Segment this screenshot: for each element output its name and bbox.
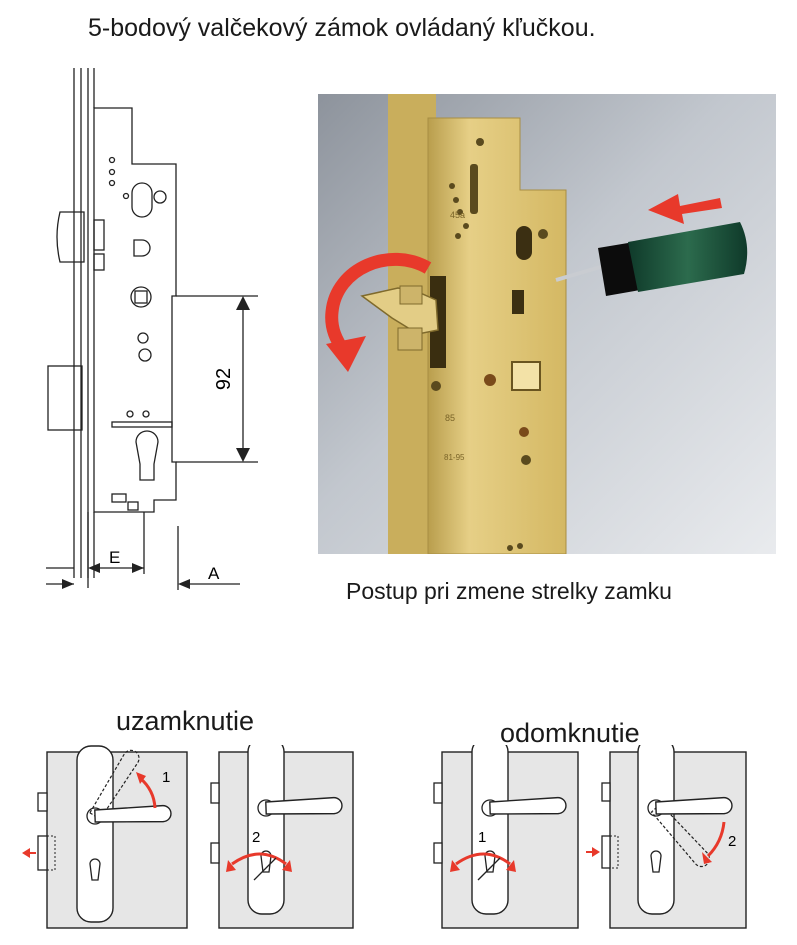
- mark-85: 85: [445, 413, 455, 423]
- lock-step2-panel: 2: [210, 745, 354, 929]
- latch-bolt: [56, 211, 85, 263]
- lock-photo: 45a 85 81-95: [318, 94, 776, 554]
- unlock-step-1-label: 1: [478, 829, 486, 846]
- handle-steps-diagram: 1 2 1 2: [22, 745, 747, 929]
- lock-step-1-label: 1: [162, 769, 170, 786]
- mark-8195: 81-95: [444, 453, 465, 462]
- unlock-step-2-label: 2: [728, 833, 736, 850]
- lock-section-title: uzamknutie: [116, 706, 255, 736]
- lock-step-2-label: 2: [252, 829, 260, 846]
- unlock-section-title: odomknutie: [500, 718, 640, 748]
- screwdriver-icon: [555, 222, 748, 296]
- lock-step1-panel: 1: [22, 745, 188, 929]
- page-title: 5-bodový valčekový zámok ovládaný kľučko…: [88, 14, 596, 42]
- dimension-92: 92: [213, 368, 235, 390]
- unlock-step1-panel: 1: [433, 745, 579, 929]
- photo-caption: Postup pri zmene strelky zamku: [346, 578, 672, 604]
- dimension-e: E: [109, 548, 120, 567]
- lock-case: [427, 117, 567, 554]
- rotate-arrow-icon: [325, 253, 432, 356]
- push-arrow-icon: [648, 194, 722, 224]
- cylinder-hole: [135, 430, 159, 481]
- lock-technical-drawing: 92 E A: [46, 68, 258, 590]
- dimension-a: A: [208, 564, 220, 583]
- deadbolt: [47, 365, 83, 431]
- unlock-step2-panel: 2: [586, 745, 747, 929]
- mark-45a: 45a: [450, 210, 465, 220]
